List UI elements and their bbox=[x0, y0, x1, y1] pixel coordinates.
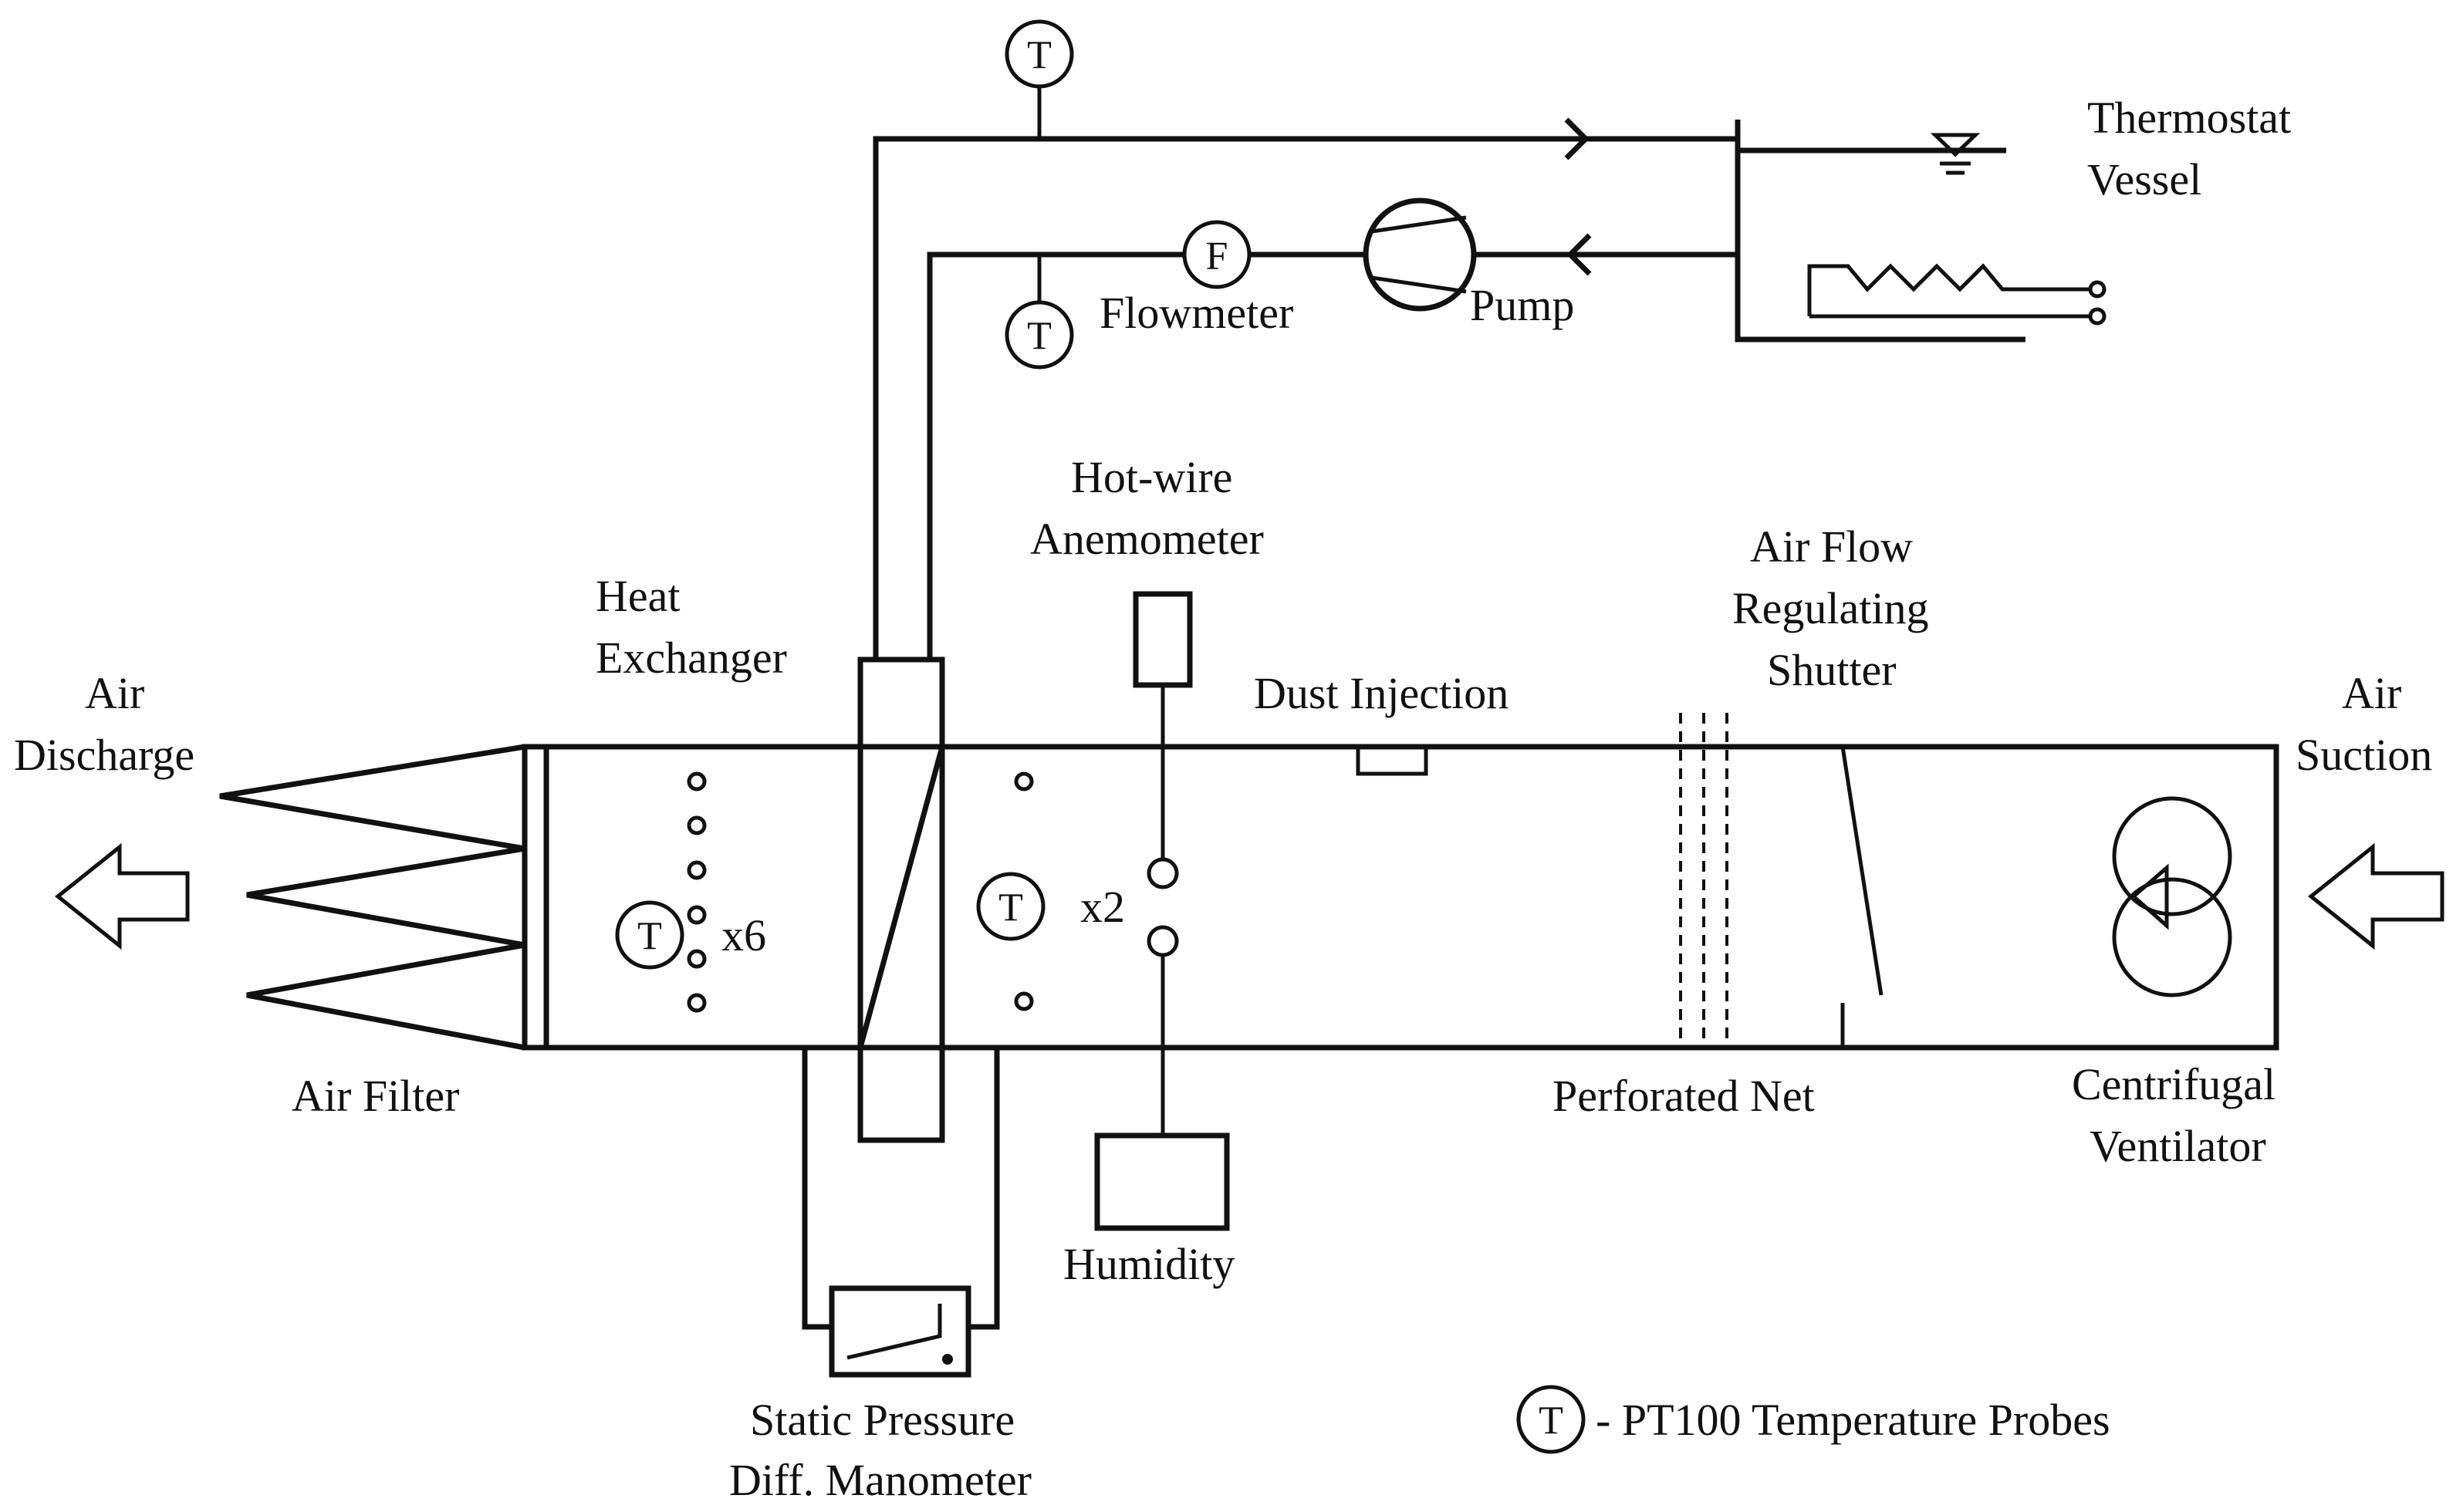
legend-probe-symbol: T bbox=[1516, 1385, 1586, 1454]
air-duct bbox=[522, 744, 2279, 1051]
air-discharge-arrow bbox=[54, 842, 190, 950]
label-dust-injection: Dust Injection bbox=[1254, 668, 1509, 718]
duct-probe-x2: T bbox=[976, 872, 1046, 941]
hotwire-anemometer bbox=[1133, 591, 1193, 889]
label-airflow-2: Regulating bbox=[1732, 583, 1929, 633]
sensor-points-x6 bbox=[687, 771, 707, 1013]
label-discharge-1: Air bbox=[85, 668, 144, 718]
pipe-probe-upper: T bbox=[1005, 19, 1074, 139]
label-centrifugal-2: Ventilator bbox=[2090, 1121, 2266, 1171]
svg-text:T: T bbox=[998, 886, 1023, 930]
label-pump: Pump bbox=[1470, 280, 1574, 330]
thermostat-vessel bbox=[1735, 120, 2107, 343]
label-airflow-3: Shutter bbox=[1767, 645, 1897, 695]
label-air-filter: Air Filter bbox=[292, 1071, 459, 1121]
heat-exchanger bbox=[857, 656, 945, 1143]
label-flowmeter: Flowmeter bbox=[1100, 288, 1293, 338]
svg-text:T: T bbox=[1027, 34, 1052, 78]
label-static-1: Static Pressure bbox=[750, 1395, 1015, 1445]
dust-injection-port bbox=[1356, 744, 1428, 776]
label-x6: x6 bbox=[721, 910, 766, 960]
label-thermostat-1: Thermostat bbox=[2087, 93, 2291, 143]
humidity-sensor bbox=[1094, 925, 1230, 1231]
duct-probe-x6: T bbox=[615, 900, 684, 970]
air-filter-shape bbox=[219, 744, 525, 1051]
label-suction-1: Air bbox=[2342, 668, 2401, 718]
label-suction-2: Suction bbox=[2296, 730, 2432, 780]
label-x2: x2 bbox=[1080, 882, 1125, 932]
label-hotwire-2: Anemometer bbox=[1030, 514, 1264, 564]
pipe-probe-lower: T bbox=[1005, 255, 1074, 370]
label-centrifugal-1: Centrifugal bbox=[2072, 1059, 2275, 1109]
label-hotwire-1: Hot-wire bbox=[1071, 452, 1232, 502]
label-static-2: Diff. Manometer bbox=[729, 1455, 1032, 1505]
perforated-net bbox=[1679, 713, 1728, 1048]
svg-text:F: F bbox=[1206, 235, 1228, 278]
static-pressure-manometer bbox=[802, 1048, 1000, 1378]
svg-text:T: T bbox=[1539, 1399, 1563, 1443]
label-perforated-net: Perforated Net bbox=[1552, 1071, 1815, 1121]
flowmeter-symbol: F bbox=[1182, 220, 1252, 289]
centrifugal-ventilator bbox=[2112, 796, 2232, 997]
label-heat-2: Exchanger bbox=[596, 633, 787, 683]
label-humidity: Humidity bbox=[1063, 1239, 1235, 1289]
label-airflow-1: Air Flow bbox=[1750, 521, 1913, 572]
svg-text:T: T bbox=[1027, 315, 1052, 359]
sensor-points-x2 bbox=[1014, 771, 1034, 1011]
flow-arrow-upper bbox=[1564, 117, 1590, 160]
label-heat-1: Heat bbox=[596, 571, 681, 621]
water-piping bbox=[873, 117, 1738, 660]
label-discharge-2: Discharge bbox=[14, 730, 194, 780]
pump-symbol bbox=[1363, 197, 1477, 312]
air-suction-arrow bbox=[2307, 842, 2444, 950]
flow-arrow-lower bbox=[1566, 233, 1592, 276]
legend-text: - PT100 Temperature Probes bbox=[1596, 1395, 2110, 1445]
svg-text:T: T bbox=[637, 915, 662, 959]
label-thermostat-2: Vessel bbox=[2087, 154, 2201, 204]
airflow-shutter bbox=[1840, 746, 1884, 1048]
